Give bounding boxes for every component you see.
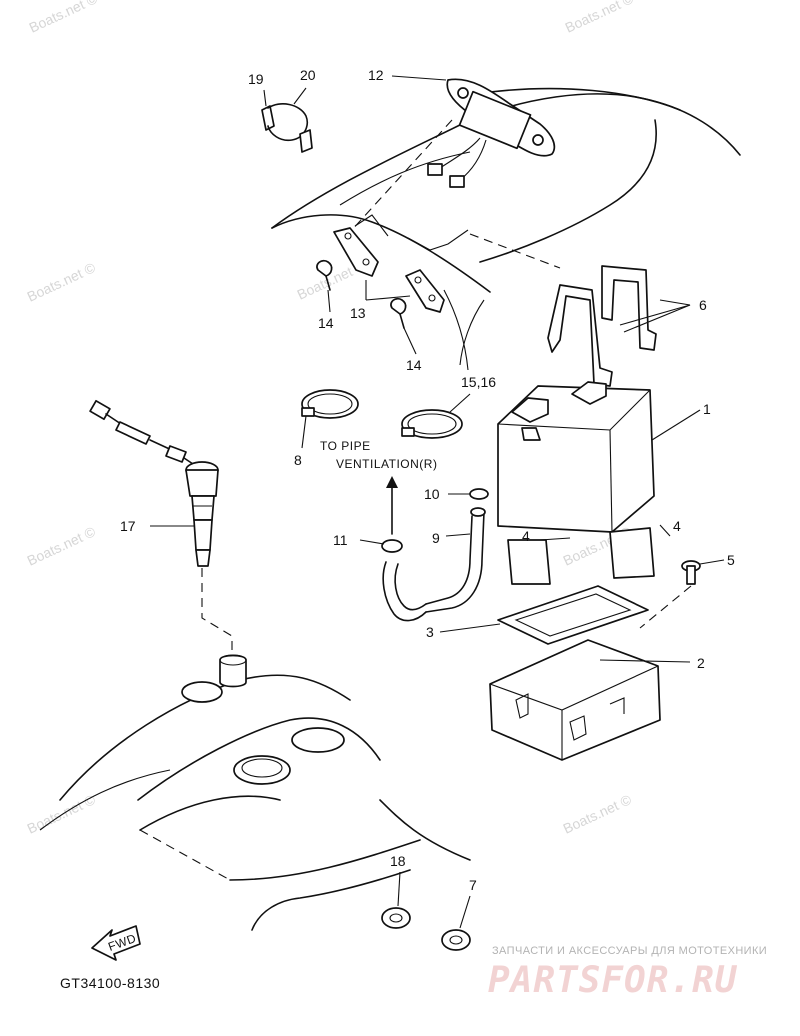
callout-12: 12: [368, 67, 384, 83]
watermark: Boats.net ©: [27, 0, 101, 36]
brand-tagline: ЗАПЧАСТИ И АКСЕССУАРЫ ДЛЯ МОТОТЕХНИКИ: [492, 945, 767, 957]
control-box: [349, 78, 556, 233]
battery-case: [489, 639, 691, 761]
upper-hull-outline: [271, 87, 741, 371]
brand-name: PARTSFOR.RU: [488, 960, 738, 1001]
note-ventilation: VENTILATION(R): [336, 457, 437, 471]
vent-fitting: [448, 488, 489, 500]
battery-cable: [89, 399, 233, 660]
callout-4b: 4: [673, 518, 681, 534]
note-to-pipe: TO PIPE: [320, 439, 371, 453]
leader-lines: [391, 75, 691, 333]
callout-17: 17: [120, 518, 136, 534]
callout-1: 1: [703, 401, 711, 417]
hose-clamps: [301, 389, 471, 449]
watermark: Boats.net ©: [561, 791, 635, 837]
gasket: [439, 585, 649, 645]
callout-14b: 14: [406, 357, 422, 373]
grommet-and-washer: [381, 871, 471, 951]
battery: [497, 381, 701, 533]
bolt: [639, 559, 725, 629]
battery-bands: [547, 265, 691, 387]
watermark: Boats.net ©: [563, 0, 637, 36]
callout-3: 3: [426, 624, 434, 640]
callout-14a: 14: [318, 315, 334, 331]
notes: TO PIPE VENTILATION(R): [320, 439, 437, 471]
pads: [507, 524, 671, 585]
callout-13: 13: [350, 305, 366, 321]
callout-9: 9: [432, 530, 440, 546]
callout-10: 10: [424, 486, 440, 502]
breather-hose: [359, 507, 486, 622]
callout-15-16: 15,16: [461, 374, 496, 390]
fwd-arrow: FWD: [91, 925, 141, 961]
callout-18: 18: [390, 853, 406, 869]
clip-and-band: [261, 87, 313, 153]
part-code: GT34100-8130: [60, 975, 160, 991]
callouts: 1 2 3 4 4 5 6 7 8 9 10 11 12 13 14 14 15…: [120, 67, 735, 893]
callout-2: 2: [697, 655, 705, 671]
vent-arrow: [386, 476, 398, 535]
callout-19: 19: [248, 71, 264, 87]
brand-logo: ЗАПЧАСТИ И АКСЕССУАРЫ ДЛЯ МОТОТЕХНИКИ PA…: [488, 945, 767, 1001]
callout-20: 20: [300, 67, 316, 83]
callout-5: 5: [727, 552, 735, 568]
callout-8: 8: [294, 452, 302, 468]
lower-hull-outline: [39, 654, 471, 931]
callout-11: 11: [333, 532, 348, 548]
callout-7: 7: [469, 877, 477, 893]
callout-4a: 4: [522, 528, 530, 544]
callout-6: 6: [699, 297, 707, 313]
watermark: Boats.net ©: [25, 259, 99, 305]
watermark: Boats.net ©: [25, 523, 99, 569]
brackets-and-screws: [316, 227, 445, 355]
